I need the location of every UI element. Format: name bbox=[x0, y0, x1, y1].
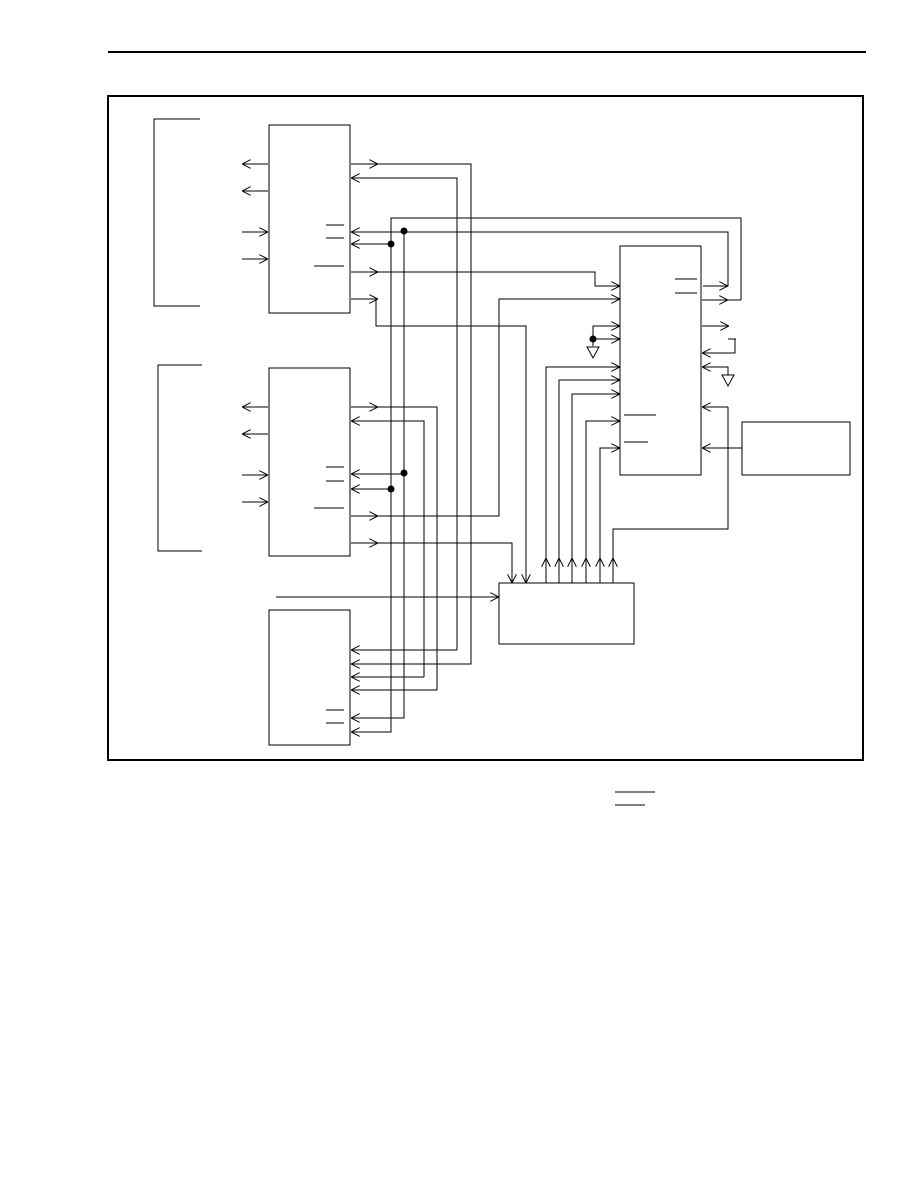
select-lines bbox=[276, 272, 620, 597]
bus-bracket-top bbox=[153, 118, 200, 307]
figure-frame bbox=[107, 95, 864, 761]
bus-bracket-mid bbox=[157, 364, 202, 552]
junction-dot bbox=[387, 240, 395, 248]
junction-dot bbox=[387, 485, 395, 493]
junction-dot bbox=[400, 469, 408, 477]
decoder-block bbox=[498, 582, 635, 645]
device-2-block bbox=[268, 367, 351, 557]
data-bus-lines bbox=[351, 164, 472, 690]
ground-symbol bbox=[721, 374, 735, 388]
controller-block bbox=[619, 245, 702, 476]
external-block bbox=[741, 421, 851, 476]
junction-dot bbox=[589, 335, 597, 343]
device-3-block bbox=[268, 609, 351, 746]
ground-symbol bbox=[586, 346, 600, 360]
junction-dot bbox=[400, 227, 408, 235]
controller-outputs bbox=[675, 278, 742, 448]
device-2-pins bbox=[242, 407, 344, 509]
control-lines bbox=[326, 217, 742, 732]
device-1-pins bbox=[242, 164, 344, 267]
device-1-block bbox=[268, 124, 351, 314]
controller-inputs bbox=[546, 326, 729, 583]
